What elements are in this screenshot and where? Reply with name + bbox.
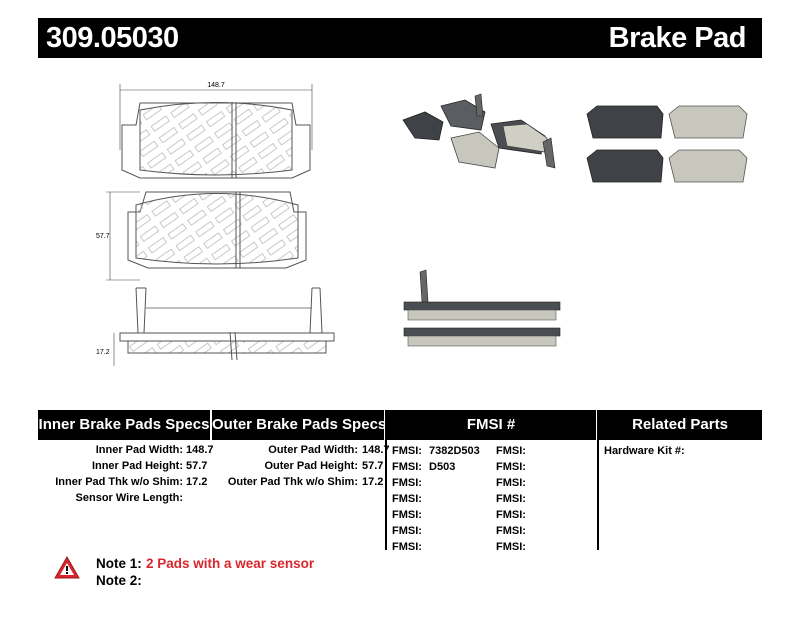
fmsi-entry: FMSI: (496, 461, 530, 473)
fmsi-entry: FMSI: 7382D503 (392, 445, 480, 457)
fmsi-label: FMSI: (392, 445, 422, 457)
fmsi-entry: FMSI: (496, 493, 530, 505)
inner-spec-label: Inner Pad Height: (91, 460, 183, 472)
fmsi-entry: FMSI: (392, 477, 426, 489)
outer-spec-label: Outer Pad Height: (264, 460, 358, 472)
fmsi-entry: FMSI: (392, 509, 426, 521)
fmsi-entry: FMSI: (496, 541, 530, 553)
inner-spec-label: Sensor Wire Length: (75, 492, 183, 504)
fmsi-entry: FMSI: D503 (392, 461, 455, 473)
fmsi-value: D503 (429, 461, 456, 473)
inner-spec-label: Inner Pad Width: (95, 444, 183, 456)
fmsi-label: FMSI: (496, 445, 526, 457)
fmsi-entry: FMSI: (496, 525, 530, 537)
fmsi-label: FMSI: (496, 477, 526, 489)
note-2-label: Note 2: (96, 573, 142, 588)
outer-specs-header: Outer Brake Pads Specs (212, 410, 386, 440)
fmsi-label: FMSI: (392, 509, 422, 521)
height-dimension-label: 57.7 (96, 233, 110, 240)
fmsi-entry: FMSI: (496, 477, 530, 489)
outer-spec-value: 148.7 (362, 444, 390, 456)
related-parts-header: Related Parts (598, 410, 762, 440)
fmsi-label: FMSI: (392, 525, 422, 537)
pad-set-photo (402, 93, 556, 169)
fmsi-label: FMSI: (496, 541, 526, 553)
fmsi-label: FMSI: (392, 461, 422, 473)
inner-spec-value: 57.7 (186, 460, 208, 472)
fmsi-entry: FMSI: (496, 509, 530, 521)
product-type: Brake Pad (608, 22, 747, 54)
fmsi-label: FMSI: (496, 461, 526, 473)
warning-triangle-icon (54, 556, 80, 579)
note-1-text: 2 Pads with a wear sensor (146, 556, 315, 571)
outer-spec-value: 17.2 (362, 476, 384, 488)
thickness-dimension-label: 17.2 (96, 349, 110, 356)
fmsi-label: FMSI: (392, 541, 422, 553)
title-bar: 309.05030 Brake Pad (38, 18, 762, 58)
fmsi-label: FMSI: (496, 509, 526, 521)
width-dimension-label: 148.7 (207, 82, 225, 89)
note-1-label: Note 1: (96, 556, 142, 571)
fmsi-label: FMSI: (392, 477, 422, 489)
fmsi-header: FMSI # (386, 410, 596, 440)
inner-spec-value: 17.2 (186, 476, 208, 488)
outer-spec-label: Outer Pad Width: (268, 444, 358, 456)
pad-side-photo (403, 269, 561, 347)
inner-specs-header: Inner Brake Pads Specs (38, 410, 210, 440)
fmsi-entry: FMSI: (392, 541, 426, 553)
part-number: 309.05030 (46, 22, 179, 54)
fmsi-label: FMSI: (496, 493, 526, 505)
column-divider-related (597, 410, 599, 550)
outer-spec-value: 57.7 (362, 460, 384, 472)
outer-spec-label: Outer Pad Thk w/o Shim: (227, 476, 358, 488)
pad-pair-top-photo (586, 105, 748, 183)
inner-spec-value: 148.7 (186, 444, 214, 456)
fmsi-entry: FMSI: (392, 525, 426, 537)
column-divider-fmsi (385, 410, 387, 550)
fmsi-label: FMSI: (496, 525, 526, 537)
inner-spec-label: Inner Pad Thk w/o Shim: (55, 476, 183, 488)
fmsi-value: 7382D503 (429, 445, 480, 457)
fmsi-entry: FMSI: (392, 493, 426, 505)
hardware-kit-label: Hardware Kit #: (604, 445, 685, 457)
fmsi-entry: FMSI: (496, 445, 530, 457)
pad-technical-drawing: 148.7 57.7 17.2 (96, 82, 335, 366)
fmsi-label: FMSI: (392, 493, 422, 505)
